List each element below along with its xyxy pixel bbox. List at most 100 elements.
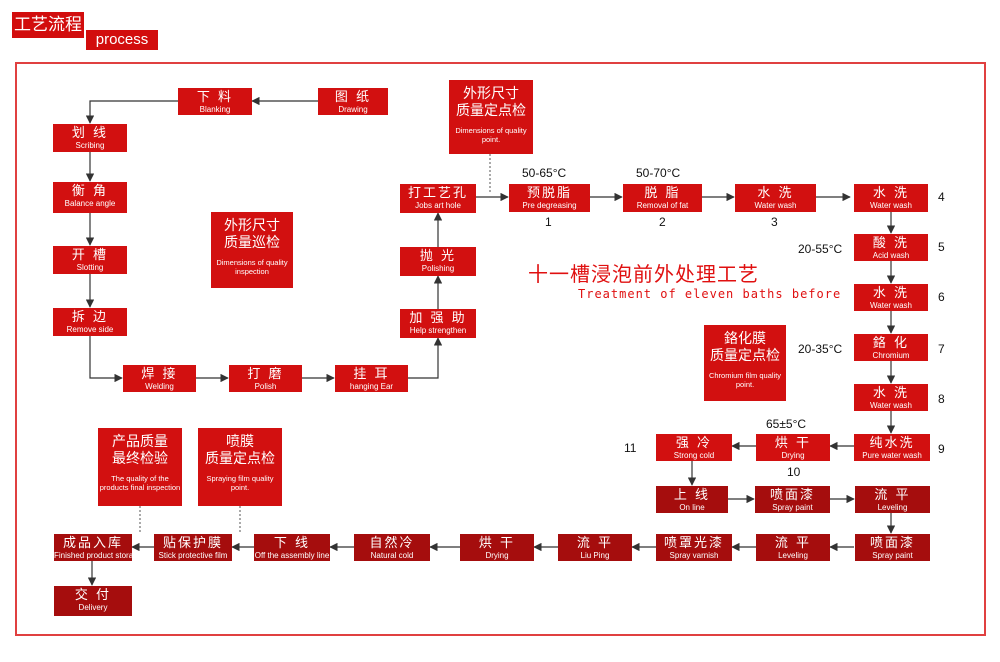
- step-jobs-art-hole-zh: 打工艺孔: [407, 186, 468, 201]
- step-polishing-en: Polishing: [421, 264, 455, 273]
- step-pure-water-wash-en: Pure water wash: [862, 451, 922, 460]
- step-leveling-2-zh: 流 平: [774, 536, 812, 551]
- step-spray-paint-2-zh: 喷面漆: [869, 536, 915, 551]
- step-storage-en: Finished product storage: [54, 551, 132, 560]
- step-spray-varnish-en: Spray varnish: [669, 551, 719, 560]
- header-title-en: process: [86, 30, 158, 50]
- arrow-remove-welding: [89, 336, 123, 383]
- step-chromium-en: Chromium: [872, 351, 910, 360]
- step-storage-zh: 成品入库: [62, 536, 123, 551]
- step-on-line-zh: 上 线: [673, 488, 711, 503]
- step-delivery-en: Delivery: [78, 603, 108, 612]
- step-spray-paint-2-en: Spray paint: [872, 551, 913, 560]
- step-welding-en: Welding: [145, 382, 174, 391]
- step-water-wash-4-en: Water wash: [870, 401, 912, 410]
- check-dimension-point-zh1: 外形尺寸: [463, 86, 519, 102]
- step-spray-paint-1-en: Spray paint: [772, 503, 813, 512]
- step-hanging-ear-zh: 挂 耳: [353, 367, 390, 382]
- bath-number-8: 8: [938, 392, 945, 406]
- step-remove-side-en: Remove side: [66, 325, 114, 334]
- step-leveling-2-en: Leveling: [778, 551, 808, 560]
- check-dimension-patrol-zh1: 外形尺寸: [224, 218, 280, 234]
- bath-number-1: 1: [545, 215, 552, 229]
- step-acid-wash-en: Acid wash: [872, 251, 910, 260]
- step-stick-film-zh: 贴保护膜: [162, 536, 223, 551]
- step-water-wash-3-en: Water wash: [870, 301, 912, 310]
- step-on-line-en: On line: [679, 503, 705, 512]
- check-spraying-film-zh2: 质量定点检: [205, 451, 275, 467]
- bath-number-11: 11: [624, 441, 637, 455]
- step-removal-of-fat-zh: 脱 脂: [644, 186, 681, 201]
- temp-pre-degreasing: 50-65°C: [522, 166, 567, 180]
- step-water-wash-1-zh: 水 洗: [757, 186, 794, 201]
- step-jobs-art-hole-en: Jobs art hole: [415, 201, 461, 210]
- step-leveling-1-en: Leveling: [877, 503, 908, 512]
- temp-chromium: 20-35°C: [798, 342, 843, 356]
- step-water-wash-2-en: Water wash: [870, 201, 912, 210]
- step-polish-zh: 打 磨: [247, 367, 284, 382]
- step-water-wash-4-zh: 水 洗: [872, 386, 910, 401]
- check-spraying-film: 喷膜质量定点检 Spraying film quality point.: [198, 428, 282, 506]
- step-liu-ping-en: Liu Ping: [580, 551, 610, 560]
- bath-number-3: 3: [771, 215, 778, 229]
- step-slotting-zh: 开 槽: [71, 248, 109, 263]
- step-drying-2-zh: 烘 干: [478, 536, 516, 551]
- step-help-strengthen-zh: 加 强 助: [409, 311, 467, 326]
- check-spraying-film-zh1: 喷膜: [226, 434, 254, 450]
- temp-acid-wash: 20-55°C: [798, 242, 843, 256]
- bath-number-7: 7: [938, 342, 945, 356]
- step-balance-angle-en: Balance angle: [64, 199, 116, 208]
- step-drying-1-en: Drying: [781, 451, 805, 460]
- step-drying-1-zh: 烘 干: [774, 436, 812, 451]
- step-natural-cold-zh: 自然冷: [369, 536, 415, 551]
- check-dimension-point-zh2: 质量定点检: [456, 103, 526, 119]
- step-pure-water-wash-zh: 纯水洗: [869, 436, 915, 451]
- arrow-hanging-strengthen: [408, 337, 443, 379]
- step-chromium-zh: 鉻 化: [872, 336, 910, 351]
- check-dimension-point-en: Dimensions of quality point.: [455, 126, 527, 144]
- check-dimension-patrol-zh2: 质量巡检: [224, 235, 280, 251]
- step-pre-degreasing-en: Pre degreasing: [522, 201, 577, 210]
- check-chromium-film-en: Chromium film quality point.: [708, 371, 782, 389]
- step-water-wash-3-zh: 水 洗: [872, 286, 910, 301]
- check-final-inspection-zh1: 产品质量: [112, 434, 168, 450]
- step-off-line-en: Off the assembly line: [254, 551, 330, 560]
- process-title-en: Treatment of eleven baths before: [578, 287, 842, 301]
- check-spraying-film-en: Spraying film quality point.: [206, 474, 274, 492]
- check-dimension-point: 外形尺寸质量定点检 Dimensions of quality point.: [449, 80, 533, 154]
- step-pre-degreasing-zh: 预脱脂: [526, 186, 572, 201]
- step-slotting-en: Slotting: [76, 263, 104, 272]
- step-polish-en: Polish: [254, 382, 277, 391]
- step-strong-cold-zh: 强 冷: [675, 436, 713, 451]
- check-final-inspection-zh2: 最终检验: [112, 451, 168, 467]
- step-scribing-zh: 划 线: [71, 126, 109, 141]
- step-drawing-en: Drawing: [338, 105, 368, 114]
- step-spray-varnish-zh: 喷罩光漆: [663, 536, 724, 551]
- step-stick-film-en: Stick protective film: [158, 551, 228, 560]
- temp-drying: 65±5°C: [766, 417, 807, 431]
